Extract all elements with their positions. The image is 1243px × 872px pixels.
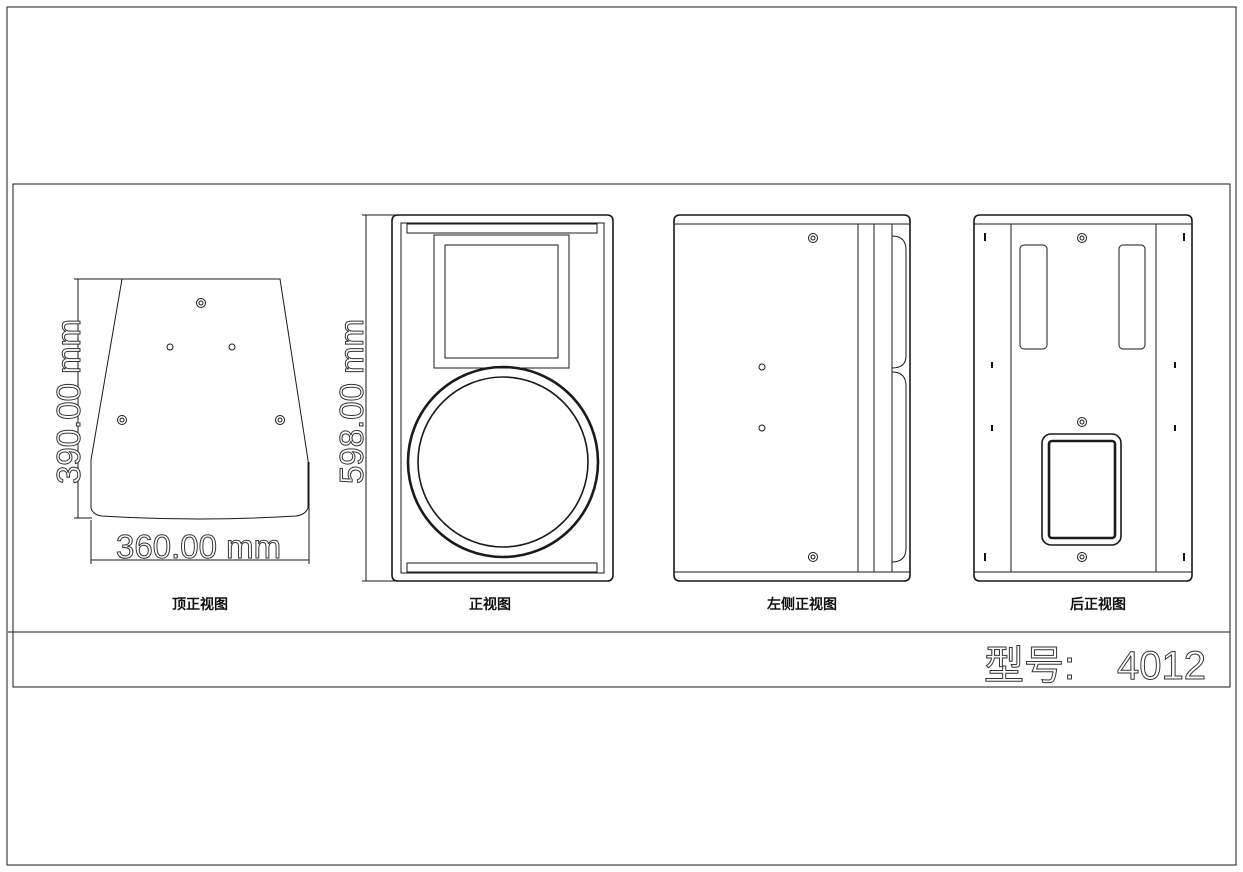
- rear-cabinet-outline: [973, 214, 1193, 582]
- rear-view: 后正视图: [973, 214, 1193, 613]
- fly-point: [1077, 233, 1087, 243]
- input-plate-inner: [1047, 439, 1117, 540]
- woofer-outer-ring: [406, 365, 600, 559]
- dim-width-label: 360.00 mm: [116, 528, 281, 565]
- fly-point: [808, 552, 818, 562]
- rear-handle-right: [1118, 244, 1146, 350]
- model-number: 4012: [1117, 644, 1206, 688]
- fly-point: [1077, 417, 1087, 427]
- horn-outer: [433, 234, 570, 369]
- front-cabinet-outline: [391, 214, 614, 582]
- top-view-outline: [90, 278, 309, 520]
- fly-point: [1077, 552, 1087, 562]
- top-grille-bar: [406, 223, 598, 234]
- front-inner-frame: [400, 222, 605, 574]
- dim-height-label: 390.00 mm: [50, 319, 87, 484]
- bottom-grille-bar: [406, 562, 598, 573]
- horn-inner: [444, 244, 559, 359]
- top-view: 390.00 mm 360.00 mm 顶正视图: [50, 278, 310, 613]
- mount-hole: [275, 415, 285, 425]
- mount-hole: [166, 343, 174, 351]
- grille-curve: [891, 235, 907, 369]
- fly-point: [808, 233, 818, 243]
- handle-screw: [758, 424, 766, 432]
- mount-hole: [196, 298, 206, 308]
- grille-curve: [891, 371, 907, 563]
- page-border: [6, 6, 1237, 866]
- caption-side-view: 左侧正视图: [766, 596, 837, 613]
- side-view: 左侧正视图: [673, 214, 911, 613]
- front-view: 598.00 mm 正视图: [333, 214, 614, 613]
- handle-screw: [758, 363, 766, 371]
- side-cabinet-outline: [673, 214, 911, 582]
- rear-handle-left: [1019, 244, 1048, 350]
- caption-rear-view: 后正视图: [1070, 596, 1126, 613]
- rear-bolts: [984, 233, 1185, 561]
- woofer-cone: [417, 376, 589, 548]
- dim-height-label: 598.00 mm: [333, 319, 370, 484]
- input-plate-outer: [1041, 433, 1122, 546]
- caption-front-view: 正视图: [469, 596, 511, 613]
- caption-top-view: 顶正视图: [172, 596, 228, 613]
- mount-hole: [117, 415, 127, 425]
- model-label: 型号:: [984, 644, 1075, 688]
- mount-hole: [228, 343, 236, 351]
- drawing-band: [12, 183, 1231, 688]
